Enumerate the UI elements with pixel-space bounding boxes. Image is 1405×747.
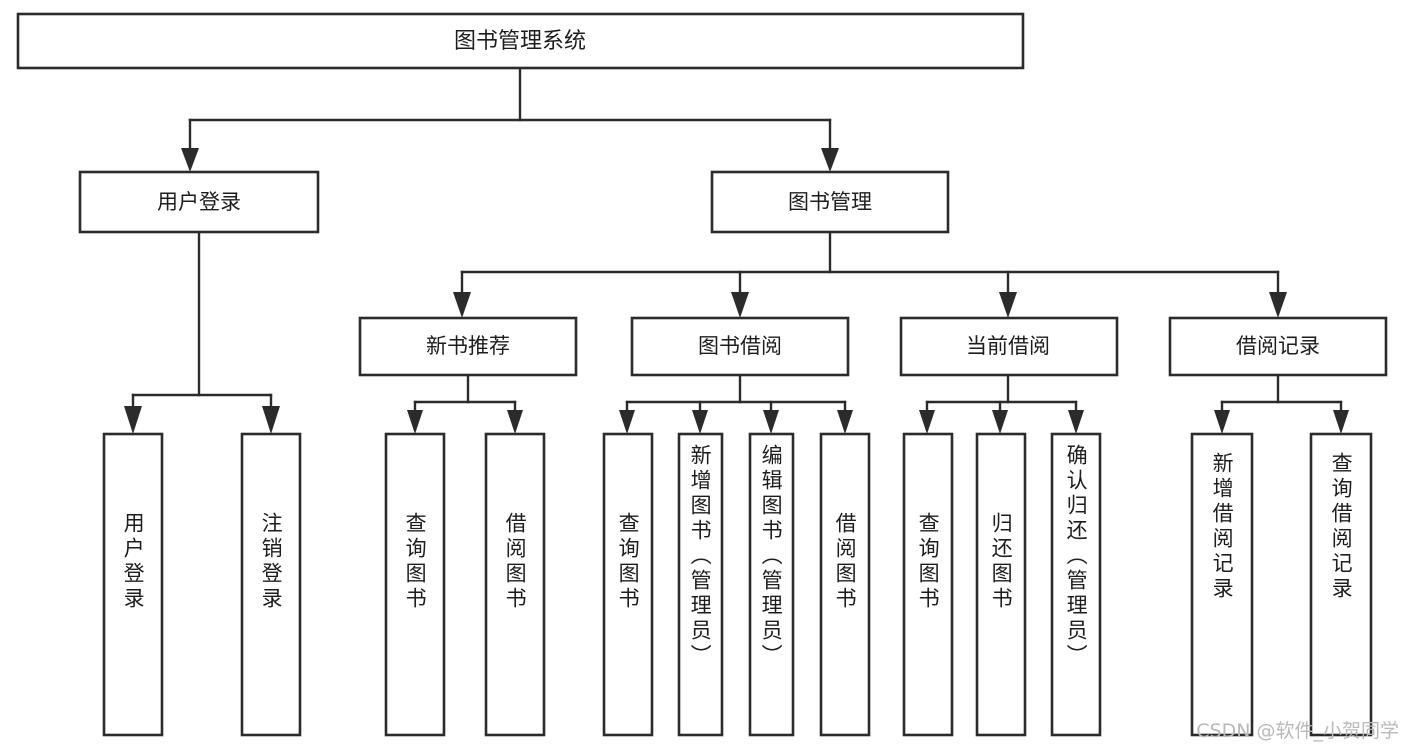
arrow-head-bb-2 <box>692 410 708 434</box>
connector-group-user-login <box>124 230 280 434</box>
node-borrow-record-rect[interactable] <box>1168 316 1388 377</box>
arrow-head-current-borrow <box>999 292 1017 318</box>
leaf-rect-logout[interactable] <box>240 432 302 737</box>
leaf-rect-cb-return-book[interactable] <box>975 432 1027 737</box>
watermark: CSDN @软件_小贺同学 <box>1196 720 1399 742</box>
leaf-rect-br-add-record[interactable] <box>1190 432 1254 737</box>
leaf-rect-br-query-record[interactable] <box>1309 432 1373 737</box>
node-book-manage[interactable]: 图书管理 <box>710 170 950 234</box>
connector-group-root <box>181 66 839 172</box>
arrow-head-nb-2 <box>507 410 523 434</box>
node-book-borrow-label: 图书借阅 <box>698 334 782 358</box>
node-new-book-recommend-rect[interactable] <box>358 316 578 377</box>
arrow-head-leaf-user-login <box>124 406 142 434</box>
connector-group-borrow-record <box>1214 373 1349 434</box>
node-root-label: 图书管理系统 <box>454 29 586 54</box>
arrow-head-cb-3 <box>1068 410 1084 434</box>
leaf-rect-nb-query-book[interactable] <box>384 432 446 737</box>
leaf-rect-bb-edit-book[interactable] <box>748 432 795 737</box>
connector-group-new-book <box>407 373 523 434</box>
node-borrow-record-label: 借阅记录 <box>1236 334 1320 358</box>
arrow-head-borrow-record <box>1269 292 1287 318</box>
node-current-borrow-rect[interactable] <box>899 316 1119 377</box>
connector-group-book-manage <box>453 230 1287 318</box>
leaf-rect-nb-borrow-book[interactable] <box>484 432 546 737</box>
node-user-login[interactable]: 用户登录 <box>78 170 320 234</box>
node-current-borrow-label: 当前借阅 <box>966 334 1050 358</box>
arrow-head-bb-3 <box>763 410 779 434</box>
leaf-rect-bb-add-book[interactable] <box>677 432 724 737</box>
connector-group-book-borrow <box>619 373 853 434</box>
node-borrow-record[interactable]: 借阅记录 <box>1168 316 1388 377</box>
node-current-borrow[interactable]: 当前借阅 <box>899 316 1119 377</box>
arrow-head-user-login <box>181 148 199 172</box>
node-book-borrow[interactable]: 图书借阅 <box>630 316 850 377</box>
leaf-rect-cb-query-book[interactable] <box>902 432 954 737</box>
connector-group-current-borrow <box>919 373 1084 434</box>
node-book-borrow-rect[interactable] <box>630 316 850 377</box>
node-root[interactable]: 图书管理系统 <box>16 12 1025 70</box>
leaf-rect-bb-borrow-book[interactable] <box>819 432 871 737</box>
leaf-rect-cb-confirm-return[interactable] <box>1050 432 1102 737</box>
arrow-head-book-manage <box>821 148 839 172</box>
node-user-login-rect[interactable] <box>78 170 320 234</box>
arrow-head-bb-4 <box>837 410 853 434</box>
arrow-head-bb-1 <box>619 410 635 434</box>
node-root-rect[interactable] <box>16 12 1025 70</box>
arrow-head-book-borrow <box>731 292 749 318</box>
arrow-head-leaf-logout <box>262 406 280 434</box>
arrow-head-br-1 <box>1214 410 1230 434</box>
leaf-rect-bb-query-book[interactable] <box>602 432 654 737</box>
arrow-head-br-2 <box>1333 410 1349 434</box>
node-user-login-label: 用户登录 <box>157 190 241 214</box>
leaf-rect-user-login[interactable] <box>102 432 164 737</box>
node-new-book-recommend-label: 新书推荐 <box>426 334 510 358</box>
node-book-manage-label: 图书管理 <box>788 190 872 214</box>
arrow-head-cb-1 <box>919 410 935 434</box>
arrow-head-new-book <box>453 292 471 318</box>
node-new-book-recommend[interactable]: 新书推荐 <box>358 316 578 377</box>
arrow-head-cb-2 <box>992 410 1008 434</box>
node-book-manage-rect[interactable] <box>710 170 950 234</box>
arrow-head-nb-1 <box>407 410 423 434</box>
